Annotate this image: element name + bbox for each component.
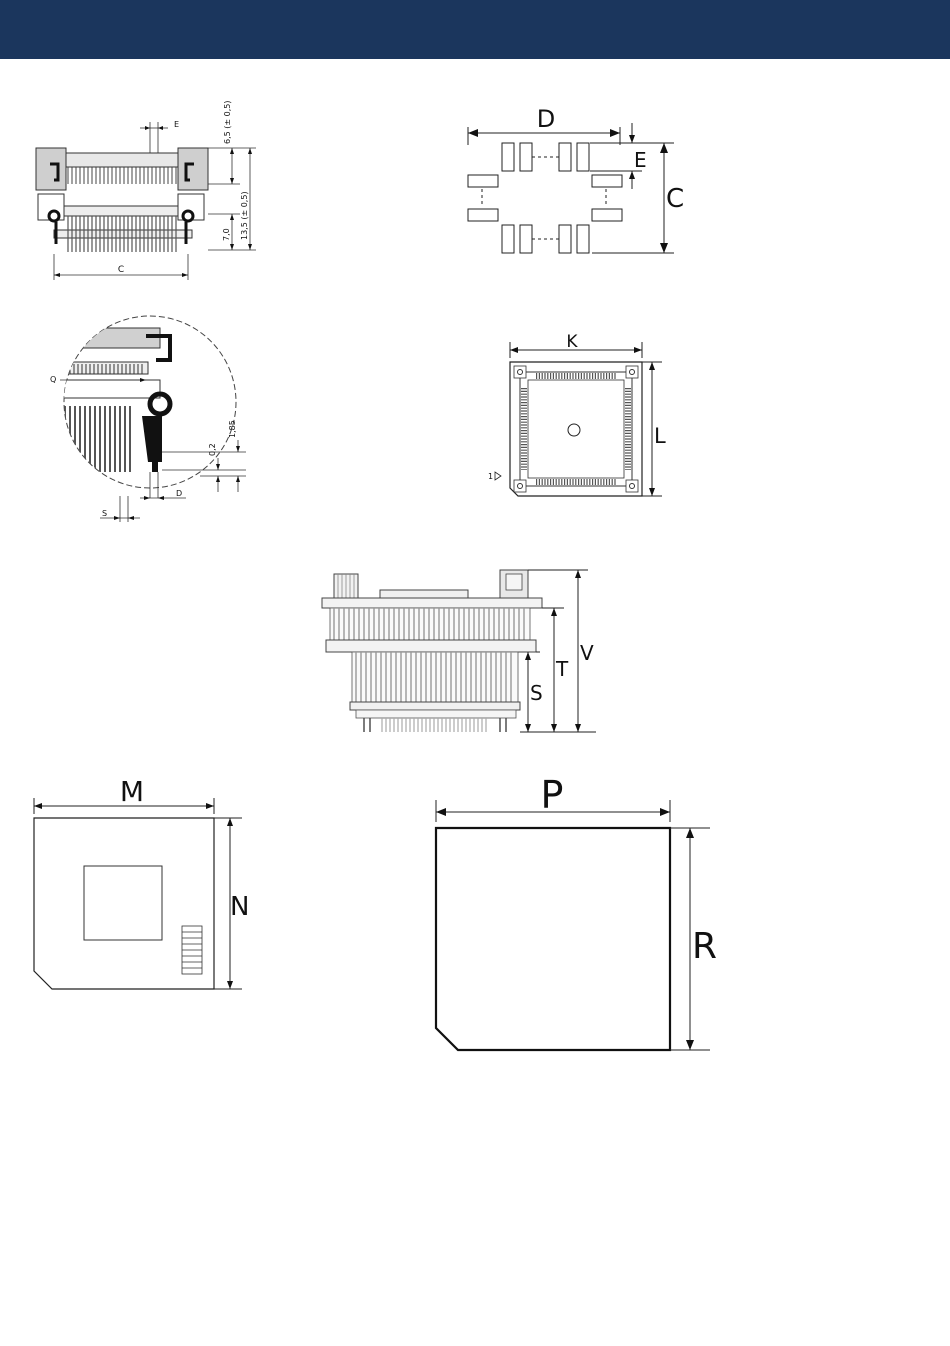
fig4-label-k: K: [566, 332, 578, 352]
fig5-label-t: T: [555, 657, 569, 681]
fig1-label-13-5: 13,5 (± 0,5): [240, 191, 249, 240]
footprint-pad-diagram: D E C: [460, 105, 700, 265]
adapter-board-m-n-diagram: M N: [28, 772, 278, 997]
fig3-label-1-85: 1,85: [228, 420, 237, 438]
upper-pins: [68, 167, 176, 184]
header-bar: [0, 0, 950, 59]
fig1-label-6-5: 6,5 (± 0,5): [223, 101, 232, 144]
fig3-label-0-2: 0,2: [208, 443, 217, 456]
fig3-label-d: D: [176, 489, 182, 498]
fig1-label-7-0: 7,0: [222, 228, 231, 241]
fig2-label-d: D: [537, 105, 555, 133]
fig6-label-n: N: [230, 892, 249, 922]
adapter-stack-side-diagram: S T V: [316, 562, 606, 742]
fig1-label-e: E: [174, 120, 179, 129]
fig7-label-r: R: [692, 926, 717, 967]
fig4-label-pin1: 1: [488, 472, 493, 481]
fig2-label-c: C: [666, 184, 684, 214]
fig5-label-v: V: [580, 641, 594, 665]
pin-detail-diagram: Q 1,85 0,2 D S: [40, 322, 260, 527]
fig4-label-l: L: [654, 424, 666, 448]
fig6-label-m: M: [120, 775, 144, 808]
fig2-label-e: E: [634, 148, 647, 172]
connector-side-view-diagram: E C 6,5 (± 0,5) 13,5 (± 0,5) 7,0: [28, 98, 278, 288]
fig1-label-c: C: [118, 265, 124, 275]
package-top-view-diagram: K 1 L: [484, 330, 684, 510]
fig7-label-p: P: [541, 773, 564, 817]
fig3-label-s: S: [102, 509, 107, 518]
fig3-label-q: Q: [50, 375, 56, 384]
adapter-board-p-r-diagram: P R: [428, 770, 728, 1055]
fig5-label-s: S: [530, 681, 543, 705]
